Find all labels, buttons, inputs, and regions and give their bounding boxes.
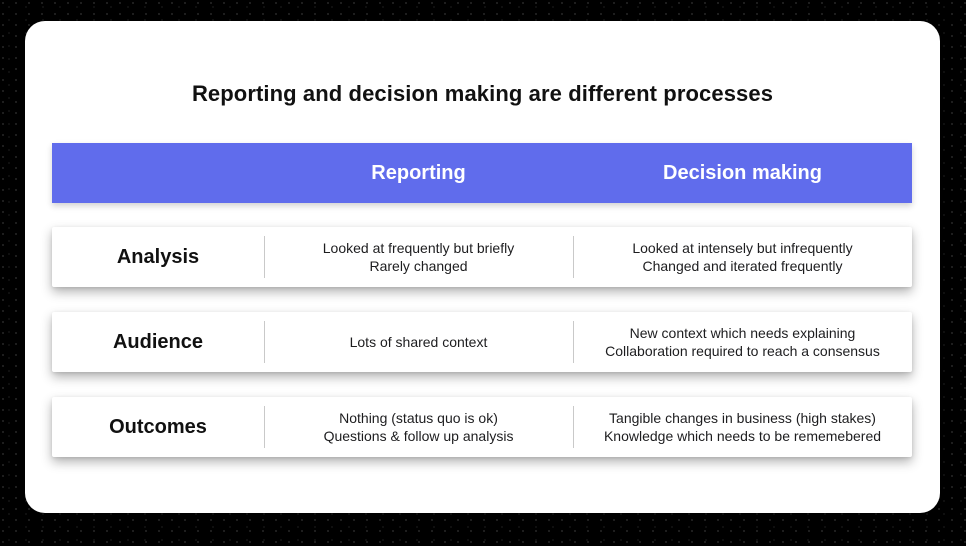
cell-line: Changed and iterated frequently <box>642 258 843 274</box>
cell-line: Knowledge which needs to be rememebered <box>603 428 882 444</box>
cell-line: Looked at frequently but briefly <box>322 240 515 256</box>
analysis-reporting-cell: Looked at frequently but briefly Rarely … <box>264 227 573 287</box>
cell-line: New context which needs explaining <box>629 325 856 341</box>
column-header-reporting: Reporting <box>371 161 466 184</box>
cell-line: Nothing (status quo is ok) <box>339 410 498 426</box>
audience-reporting-cell: Lots of shared context <box>264 312 573 372</box>
audience-decision-cell: New context which needs explaining Colla… <box>573 312 912 372</box>
cell-line: Tangible changes in business (high stake… <box>609 410 876 426</box>
table-row-outcomes: Outcomes Nothing (status quo is ok) Ques… <box>52 397 912 457</box>
row-label-outcomes: Outcomes <box>109 415 207 438</box>
cell-line: Questions & follow up analysis <box>323 428 514 444</box>
slide-card: Reporting and decision making are differ… <box>25 21 940 513</box>
outcomes-reporting-cell: Nothing (status quo is ok) Questions & f… <box>264 397 573 457</box>
column-header-decision-making: Decision making <box>663 161 822 184</box>
header-spacer-cell <box>52 143 264 203</box>
cell-line: Lots of shared context <box>349 334 488 350</box>
table-row-analysis: Analysis Looked at frequently but briefl… <box>52 227 912 287</box>
table-header-bar: Reporting Decision making <box>52 143 912 203</box>
cell-line: Rarely changed <box>369 258 468 274</box>
outcomes-decision-cell: Tangible changes in business (high stake… <box>573 397 912 457</box>
slide-title: Reporting and decision making are differ… <box>191 81 774 106</box>
analysis-decision-cell: Looked at intensely but infrequently Cha… <box>573 227 912 287</box>
row-label-analysis: Analysis <box>116 245 200 268</box>
cell-line: Collaboration required to reach a consen… <box>605 343 880 359</box>
cell-line: Looked at intensely but infrequently <box>632 240 853 256</box>
table-row-audience: Audience Lots of shared context New cont… <box>52 312 912 372</box>
row-label-audience: Audience <box>112 330 204 353</box>
